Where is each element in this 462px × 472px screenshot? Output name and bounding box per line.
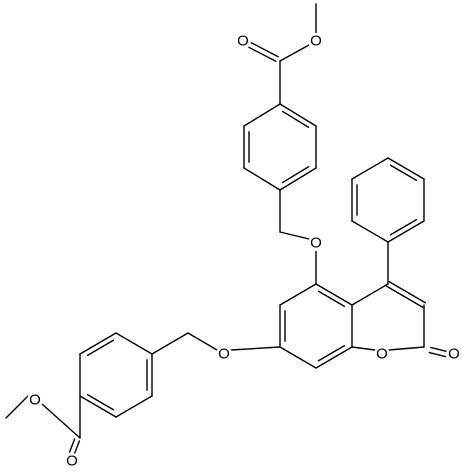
ester-bond-top (279, 44, 310, 62)
c2-o1-bond (388, 346, 425, 351)
ring-benzo (315, 346, 353, 369)
atom-labels: O O O O O O O O (27, 33, 462, 470)
ring-bottom-inner (86, 393, 115, 411)
carbonyl-bond-top (248, 46, 277, 63)
ring-top-inner (281, 166, 310, 184)
carbonyl-bond-top (250, 41, 279, 58)
ring-bottom (79, 332, 117, 355)
ring-phenyl (387, 220, 425, 243)
ring-top (279, 167, 317, 191)
c3-c4-double (388, 281, 427, 304)
ring-benzo-inner (317, 290, 346, 308)
bonds (5, 3, 448, 455)
atom-o-ester-bottom-carbonyl: O (64, 453, 80, 470)
atom-o-benzyl-ether-top: O (308, 235, 324, 252)
lactone-carbonyl (429, 346, 448, 353)
ring-phenyl-inner (389, 164, 418, 182)
o1-c8a-bond (351, 346, 376, 351)
carbonyl-bond-bottom (73, 440, 81, 455)
atom-o-ester-top-ether: O (308, 33, 324, 50)
c4a-c4-bond (351, 283, 389, 306)
ring-phenyl (387, 157, 425, 180)
o-ch2-bond-bottom (187, 332, 218, 351)
svg-text:O: O (376, 346, 388, 363)
atom-o-ester-bottom-ether: O (27, 392, 43, 409)
ring-phenyl-inner (389, 218, 418, 236)
ring-benzo (279, 283, 317, 306)
svg-text:O: O (310, 33, 322, 50)
svg-text:O: O (29, 392, 41, 409)
atom-o-ester-top-carbonyl: O (235, 33, 251, 50)
carbonyl-bond-bottom (68, 438, 76, 453)
ring-phenyl (351, 157, 389, 180)
atom-o-ring: O (374, 346, 390, 363)
svg-text:O: O (66, 453, 78, 470)
ch2-o-bond-top (279, 231, 310, 240)
ring-bottom-inner (86, 339, 115, 357)
ring-benzo (279, 346, 317, 369)
ring-benzo (315, 283, 353, 306)
atom-o-lactone-carbonyl: O (446, 346, 462, 363)
ring-benzo-inner (317, 344, 346, 362)
ring-top (243, 103, 281, 127)
ring-top (243, 167, 281, 191)
ring-bottom (115, 332, 153, 355)
c7-o-bond (230, 346, 281, 351)
svg-text:O: O (448, 346, 460, 363)
c3-c4-double (385, 285, 424, 308)
lactone-carbonyl (428, 351, 447, 358)
ring-bottom (115, 395, 153, 418)
ring-top-inner (281, 110, 310, 128)
ring-top (279, 103, 317, 127)
svg-text:O: O (310, 235, 322, 252)
ring-phenyl (351, 220, 389, 243)
ring-bottom (79, 395, 117, 418)
ester-bond-bottom (41, 403, 81, 439)
ch2-ring-bond-bottom (151, 332, 189, 355)
svg-text:O: O (218, 346, 230, 363)
atom-o-benzyl-ether-bottom: O (216, 346, 232, 363)
svg-text:O: O (237, 33, 249, 50)
methyl-bond-bottom (5, 395, 29, 419)
